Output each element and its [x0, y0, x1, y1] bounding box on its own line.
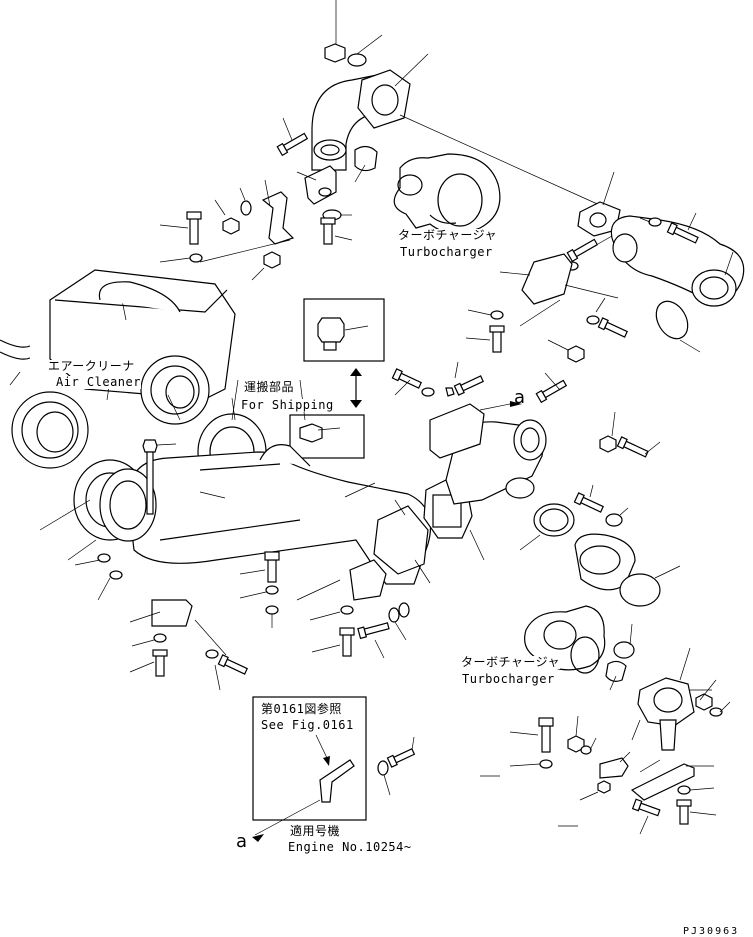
shipping-parts-box — [289, 298, 385, 459]
main-pipe-body — [127, 451, 432, 585]
upper-elbow-group — [159, 0, 605, 281]
turbo-lower-label-en: Turbocharger — [462, 672, 555, 686]
turbo-lower-label-jp: ターボチャージャ — [461, 655, 561, 669]
right-manifold — [391, 339, 585, 561]
gasket-icon — [373, 505, 429, 575]
lower-turbocharger-group — [480, 605, 731, 835]
clamp-icon — [655, 300, 689, 340]
reference-a-top: a — [514, 387, 526, 408]
turbo-upper-label-en: Turbocharger — [400, 245, 493, 259]
clamp-icon — [354, 145, 378, 172]
shipping-label-jp: 運搬部品 — [244, 380, 295, 394]
lower-left-hardware — [74, 551, 410, 691]
drawing-code: PJ30963 — [683, 926, 740, 937]
reference-a-bottom: a — [236, 831, 248, 852]
bracket-icon — [151, 599, 193, 627]
hose-clamp-group — [519, 411, 681, 607]
washer-icon — [347, 53, 367, 67]
air-cleaner-label-jp: エアークリーナ — [48, 359, 135, 373]
elbow-flange — [637, 677, 695, 727]
see-fig-label-en: See Fig.0161 — [261, 718, 354, 732]
nut-icon — [324, 43, 346, 63]
bracket-icon — [630, 763, 695, 801]
upper-right-pipe-group — [465, 171, 745, 353]
engine-number-label: Engine No.10254~ — [288, 840, 412, 854]
bracket-icon — [429, 403, 485, 459]
bracket-icon — [319, 759, 355, 803]
bracket-icon — [521, 253, 573, 305]
main-intake-pipe — [39, 397, 432, 601]
bracket-icon — [304, 165, 337, 205]
bracket-icon — [261, 191, 295, 245]
gasket-icon — [619, 573, 661, 607]
turbo-upper-label-jp: ターボチャージャ — [398, 228, 498, 242]
shipping-label-en: For Shipping — [241, 398, 334, 412]
upper-turbocharger — [393, 153, 501, 234]
applicable-label-jp: 適用号機 — [290, 824, 341, 838]
air-cleaner-label-en: Air Cleaner — [56, 375, 141, 389]
see-fig-label-jp: 第0161図参照 — [261, 702, 342, 716]
reference-box — [252, 696, 416, 842]
